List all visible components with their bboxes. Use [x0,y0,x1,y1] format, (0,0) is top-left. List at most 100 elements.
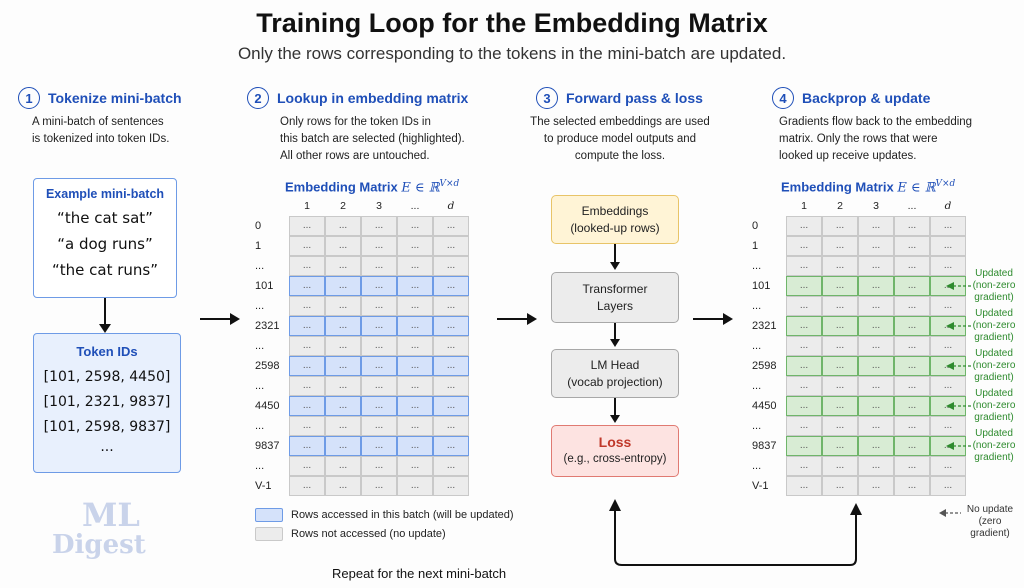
step-3-number: 3 [536,87,558,109]
matrix-cell: ... [289,416,325,436]
matrix-cell: ... [397,336,433,356]
matrix-cell: ... [397,416,433,436]
matrix-2-title: Embedding Matrix E ∈ ℝV×d [781,179,956,196]
matrix-cell: ... [786,316,822,336]
sentence-3: “the cat runs” [51,261,158,279]
matrix-cell: ... [289,356,325,376]
arrow-right-icon [200,313,240,325]
token-ids-title: Token IDs [76,344,138,359]
arrow-down-icon [610,244,620,270]
matrix-cell: ... [822,316,858,336]
matrix-cell: ... [361,356,397,376]
matrix-cell: ... [858,376,894,396]
matrix-cell: ... [894,396,930,416]
matrix-cell: ... [433,236,469,256]
matrix-cell: ... [858,216,894,236]
matrix-cell: ... [822,296,858,316]
matrix-cell: ... [361,416,397,436]
repeat-label: Repeat for the next mini-batch [332,566,507,581]
step-4-header: 4 Backprop & update [772,86,930,110]
matrix-row: .................. [752,376,966,396]
matrix-cell: ... [325,256,361,276]
matrix-cell: ... [786,356,822,376]
matrix-row: 0............... [752,216,966,236]
matrix-row: V-1............... [255,476,469,496]
matrix-cell: ... [894,456,930,476]
matrix-cell: ... [433,336,469,356]
matrix-cell: ... [930,416,966,436]
matrix-row: .................. [255,376,469,396]
matrix-row-highlighted: 2598............... [752,356,966,376]
matrix-row-label: ... [255,420,265,432]
matrix-cell: ... [361,336,397,356]
matrix-row-label: ... [752,380,762,392]
matrix-row-label: 4450 [255,400,280,412]
feedback-loop-arrow-icon [609,499,862,566]
matrix-cell: ... [433,316,469,336]
arrow-down-icon [99,298,111,333]
matrix-cell: ... [786,436,822,456]
matrix-row-label: 0 [752,220,759,232]
legend-accessed-label: Rows accessed in this batch (will be upd… [291,509,514,521]
matrix-cell: ... [930,376,966,396]
matrix-column-header: 3 [376,200,382,212]
matrix-row-highlighted: 4450............... [255,396,469,416]
matrix-row-label: 0 [255,220,262,232]
matrix-cell: ... [397,396,433,416]
legend-not-accessed: Rows not accessed (no update) [255,527,446,541]
legend-not-accessed-label: Rows not accessed (no update) [291,528,446,540]
dashed-arrow-left-icon [946,442,972,450]
dashed-arrow-left-icon [946,282,972,290]
matrix-row: V-1............... [752,476,966,496]
matrix-row: .................. [255,416,469,436]
page-subtitle: Only the rows corresponding to the token… [237,44,787,63]
matrix-cell: ... [858,436,894,456]
matrix-cell: ... [930,256,966,276]
matrix-cell: ... [361,376,397,396]
matrix-cell: ... [325,436,361,456]
matrix-cell: ... [289,336,325,356]
matrix-row-label: ... [255,380,265,392]
loss-label: Loss [598,434,632,450]
matrix-cell: ... [361,436,397,456]
matrix-cell: ... [930,336,966,356]
matrix-cell: ... [397,216,433,236]
matrix-cell: ... [289,456,325,476]
matrix-cell: ... [894,216,930,236]
matrix-row-label: 2598 [255,360,280,372]
matrix-cell: ... [786,256,822,276]
matrix-cell: ... [397,456,433,476]
token-ids-row-more: ... [100,439,114,455]
matrix-cell: ... [289,376,325,396]
matrix-cell: ... [397,256,433,276]
matrix-row-highlighted: 2321............... [752,316,966,336]
matrix-row-label: 1 [752,240,759,252]
matrix-cell: ... [325,236,361,256]
legend-swatch-not-accessed [255,527,283,541]
matrix-row: .................. [255,256,469,276]
matrix-row-highlighted: 9837............... [752,436,966,456]
step-2-number: 2 [247,87,269,109]
step-3-title: Forward pass & loss [566,90,703,106]
matrix-cell: ... [822,436,858,456]
matrix-cell: ... [786,276,822,296]
matrix-cell: ... [289,216,325,236]
step-2-description: Only rows for the token IDs in this batc… [280,116,465,162]
matrix-cell: ... [858,456,894,476]
matrix-cell: ... [325,316,361,336]
matrix-row-label: V-1 [255,480,272,492]
matrix-cell: ... [930,216,966,236]
matrix-cell: ... [858,476,894,496]
matrix-row-highlighted: 9837............... [255,436,469,456]
matrix-cell: ... [433,476,469,496]
minibatch-title: Example mini-batch [45,187,165,201]
matrix-cell: ... [822,216,858,236]
matrix-row-label: 2598 [752,360,777,372]
matrix-cell: ... [397,356,433,376]
matrix-cell: ... [325,396,361,416]
